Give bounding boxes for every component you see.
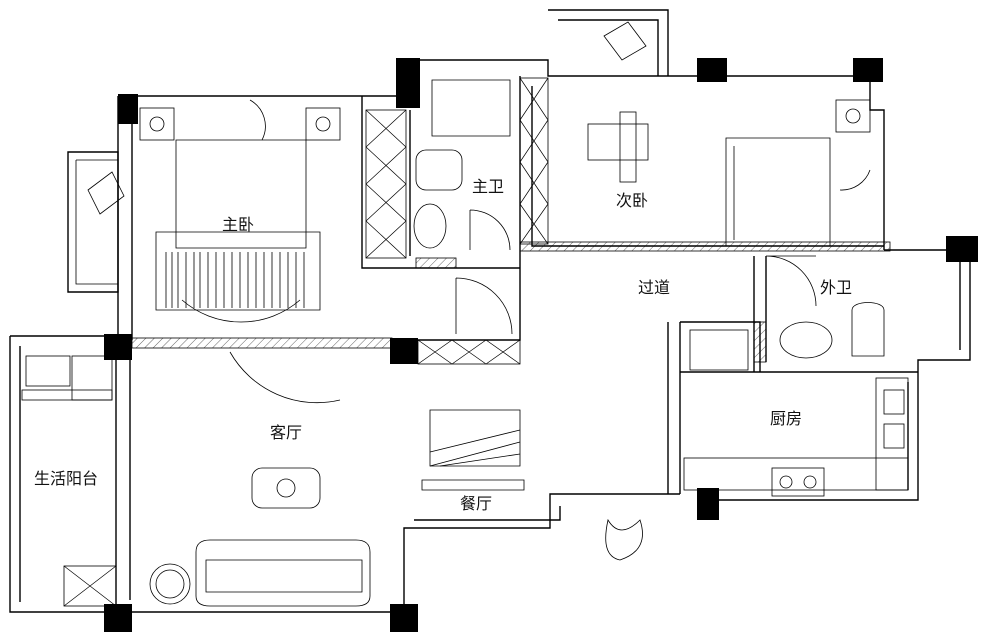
structural-columns: [104, 58, 978, 632]
label-kitchen: 厨房: [770, 409, 802, 428]
label-utility-balcony: 生活阳台: [34, 469, 98, 488]
label-guest-bath: 外卫: [820, 278, 852, 297]
exterior-walls: [9, 9, 971, 613]
interior-walls: [131, 76, 918, 494]
doors: [181, 99, 871, 404]
room-labels: 主卧 主卫 次卧 过道 外卫 客厅 厨房 餐厅 生活阳台: [34, 177, 852, 513]
label-corridor: 过道: [638, 278, 670, 297]
bed-blanket-stripes: [165, 252, 305, 308]
label-dining-room: 餐厅: [460, 494, 492, 513]
label-master-bedroom: 主卧: [222, 215, 254, 234]
label-master-bath: 主卫: [472, 177, 504, 196]
furniture: [21, 21, 909, 607]
label-living-room: 客厅: [270, 423, 302, 442]
wardrobes: [63, 77, 549, 607]
label-second-bedroom: 次卧: [616, 191, 648, 210]
